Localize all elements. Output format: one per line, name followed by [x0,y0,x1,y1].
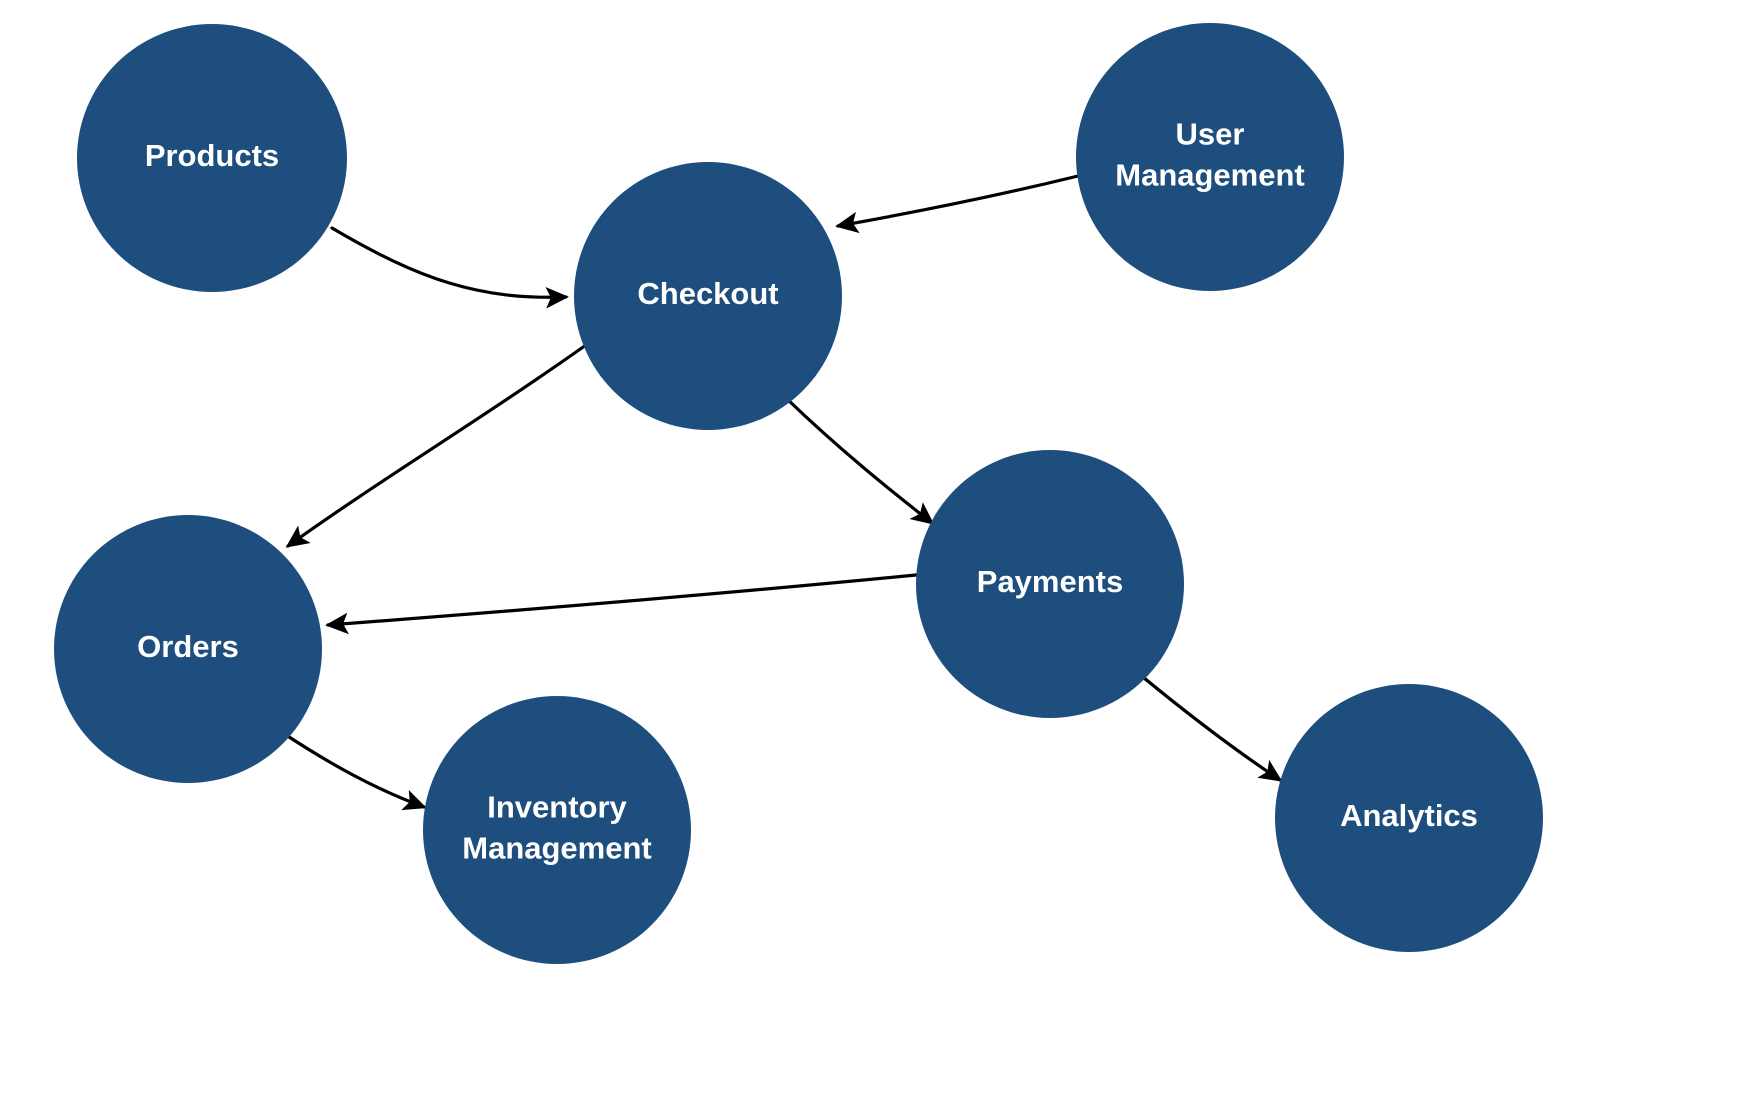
edge-orders-to-inventory-management [281,731,427,811]
node-label-line: Management [1115,158,1304,193]
node-label-analytics: Analytics [1340,798,1478,833]
edge-payments-to-analytics [1136,671,1283,782]
node-checkout[interactable]: Checkout [574,162,842,430]
node-label-line: Orders [137,629,239,664]
node-payments[interactable]: Payments [916,450,1184,718]
edge-products-to-checkout [330,226,569,309]
node-label-payments: Payments [977,564,1123,599]
node-analytics[interactable]: Analytics [1275,684,1543,952]
edges-layer [281,174,1283,811]
edge-checkout-to-orders [285,343,588,548]
node-label-line: Inventory [487,790,627,825]
node-label-line: Management [462,831,651,866]
node-label-line: Analytics [1340,798,1478,833]
node-products[interactable]: Products [77,24,347,292]
edge-user-management-to-checkout [835,174,1080,234]
node-label-products: Products [145,138,279,173]
edge-payments-to-orders [325,573,918,635]
node-label-line: Checkout [637,276,778,311]
node-shape-products[interactable] [77,24,347,292]
edge-checkout-to-payments [784,396,935,525]
node-shape-payments[interactable] [916,450,1184,718]
node-orders[interactable]: Orders [54,515,322,783]
node-label-orders: Orders [137,629,239,664]
node-shape-checkout[interactable] [574,162,842,430]
node-shape-user-management[interactable] [1076,23,1344,291]
node-shape-orders[interactable] [54,515,322,783]
node-shape-analytics[interactable] [1275,684,1543,952]
node-label-line: User [1176,117,1245,152]
node-shape-inventory-management[interactable] [423,696,691,964]
node-label-line: Payments [977,564,1123,599]
node-label-line: Products [145,138,279,173]
node-label-checkout: Checkout [637,276,778,311]
